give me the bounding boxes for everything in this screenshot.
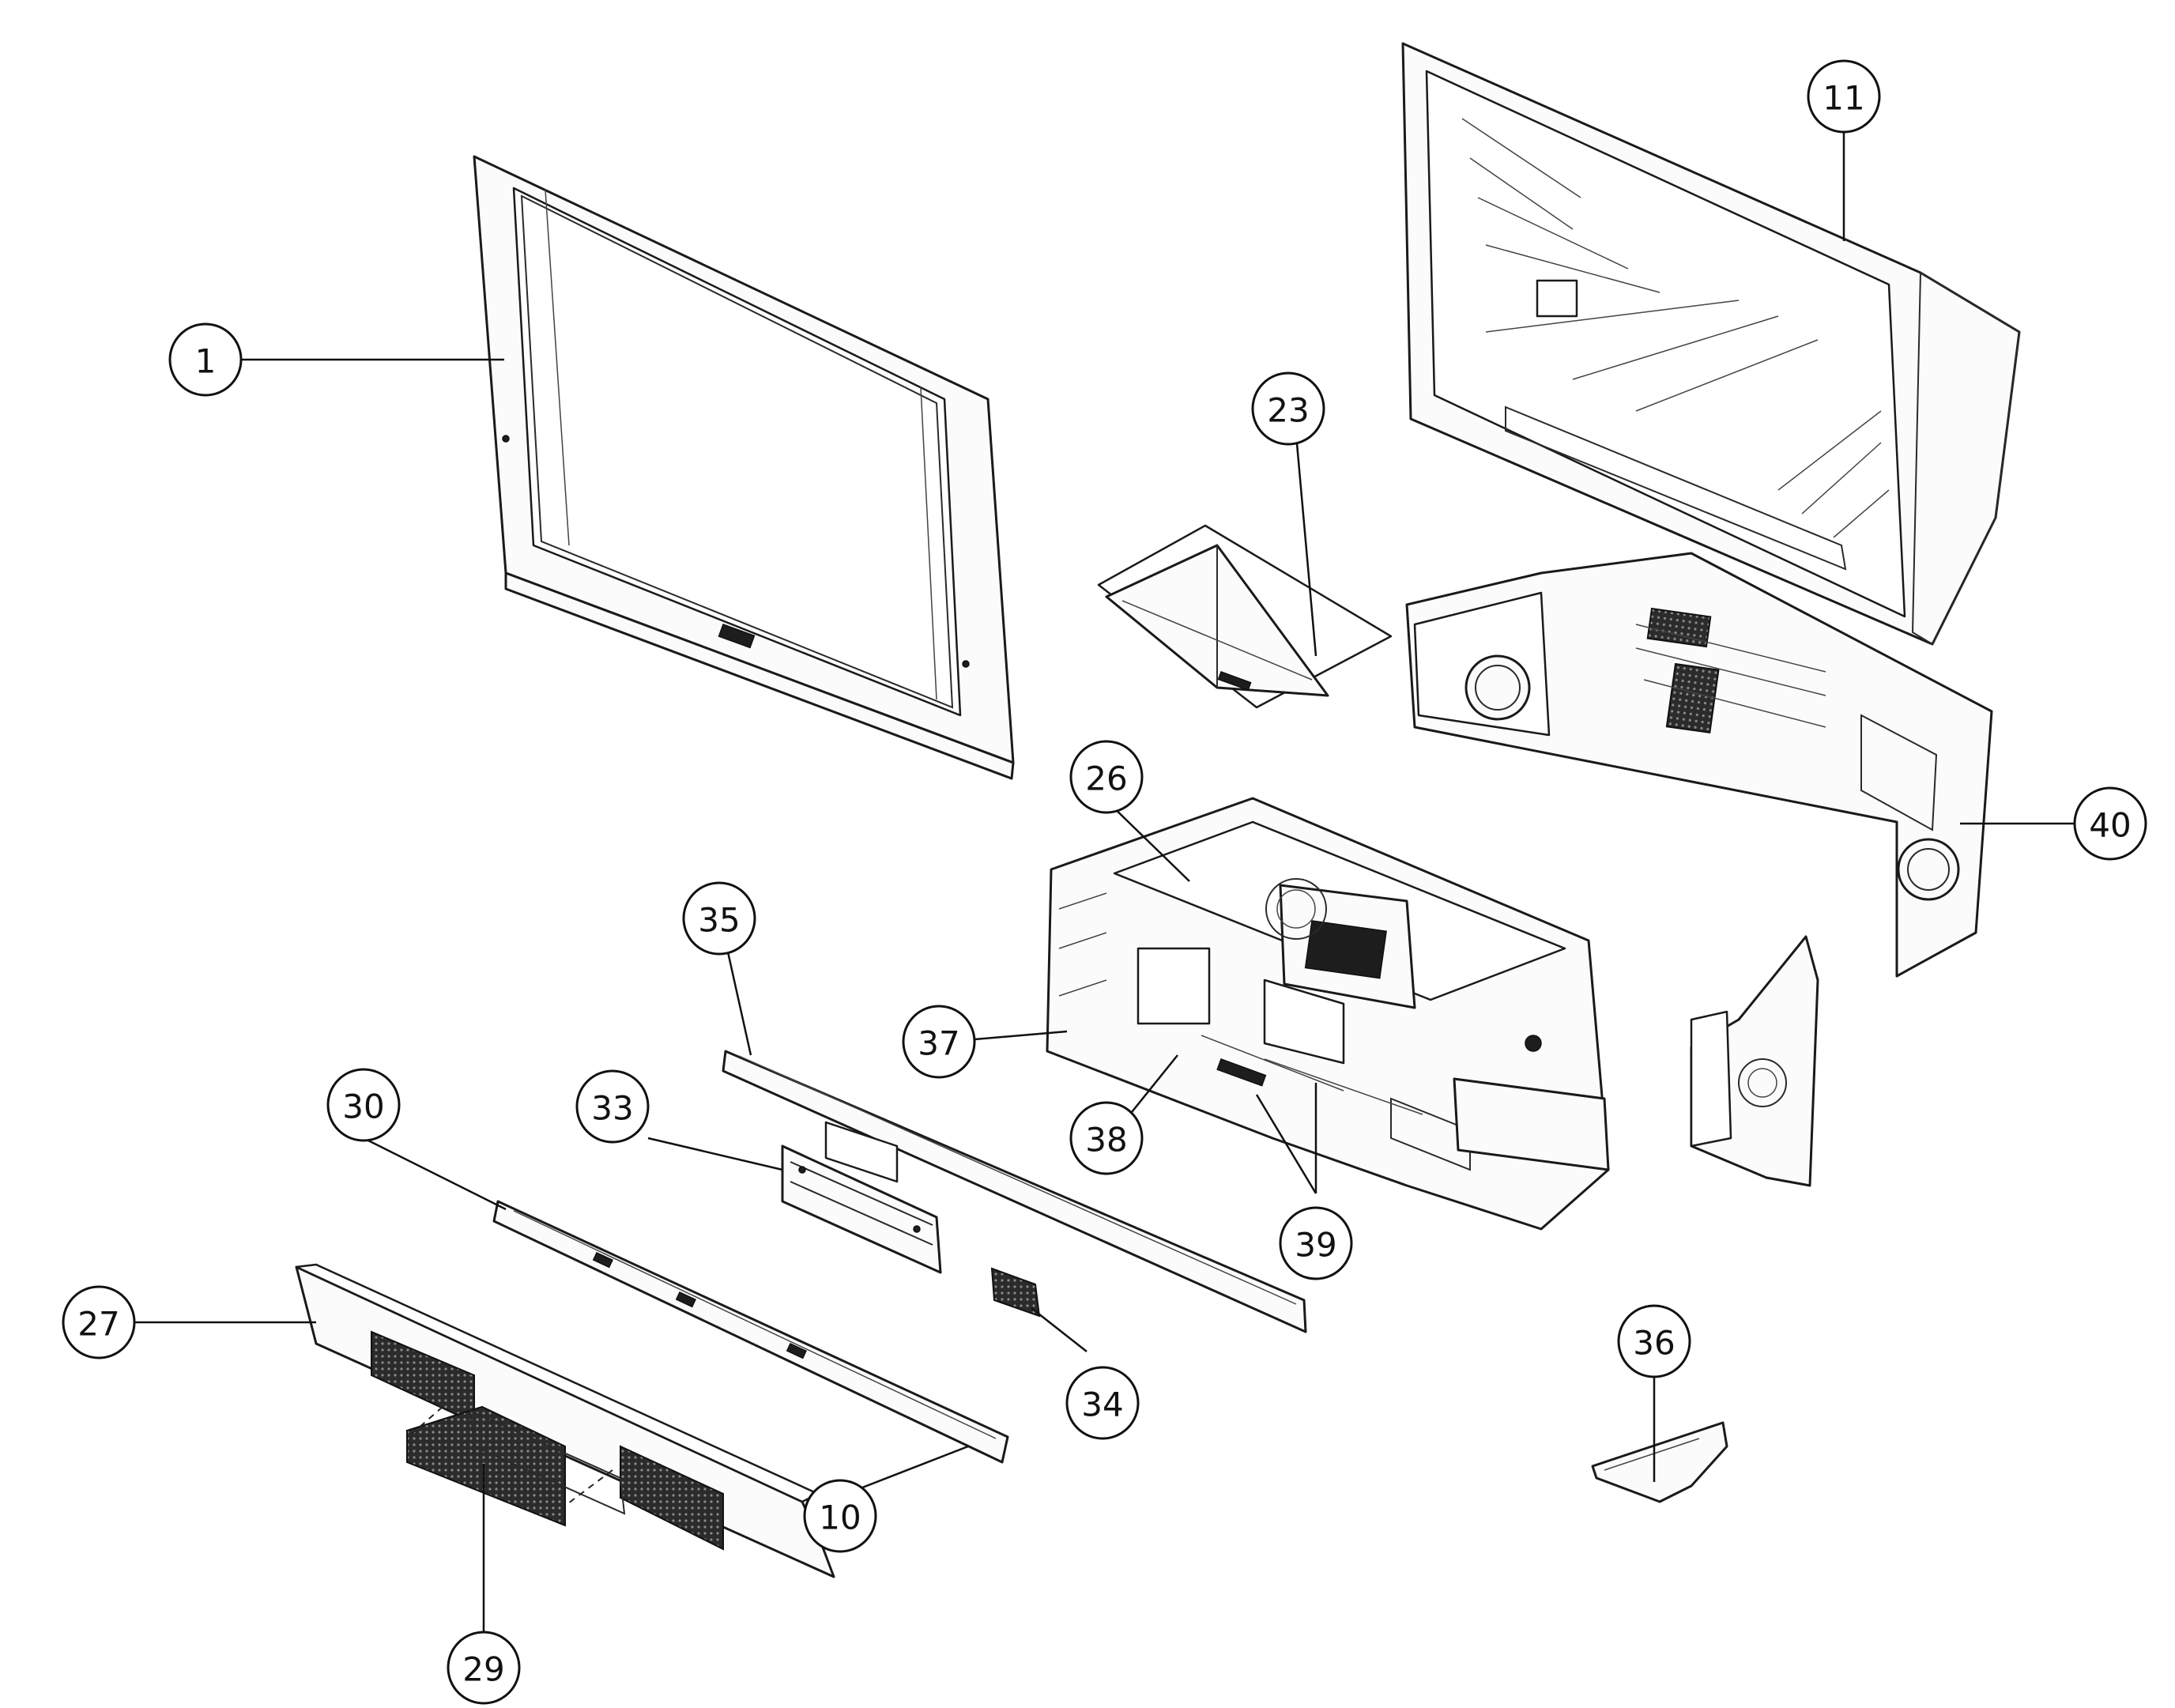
callout-30: 30 xyxy=(326,1068,401,1142)
callout-33: 33 xyxy=(575,1069,650,1144)
callout-36: 36 xyxy=(1617,1304,1691,1378)
part-speaker-housing xyxy=(1405,552,1993,978)
part-bracket-assembly xyxy=(781,1121,942,1274)
callout-10-label: 10 xyxy=(819,1499,861,1537)
callout-1-label: 1 xyxy=(195,342,217,381)
callout-40-label: 40 xyxy=(2089,806,2131,845)
callout-1: 1 xyxy=(168,322,243,397)
callout-26: 26 xyxy=(1069,740,1144,814)
callout-34-label: 34 xyxy=(1081,1386,1123,1424)
part-small-board xyxy=(990,1267,1041,1318)
callout-37-label: 37 xyxy=(918,1024,959,1063)
callout-29-label: 29 xyxy=(462,1650,504,1689)
part-front-screen-frame xyxy=(473,155,1015,780)
callout-36-label: 36 xyxy=(1633,1324,1675,1363)
grille-alignment-line-2 xyxy=(564,1469,613,1506)
callout-34: 34 xyxy=(1065,1366,1140,1440)
callout-35-label: 35 xyxy=(698,901,740,940)
part-side-panel xyxy=(1690,935,1819,1187)
callout-30-label: 30 xyxy=(342,1088,384,1126)
part-long-bracket xyxy=(722,1050,1307,1333)
part-speaker-bar xyxy=(295,1263,835,1578)
callout-27: 27 xyxy=(62,1285,136,1359)
callout-40: 40 xyxy=(2073,786,2147,861)
part-small-panel xyxy=(1097,524,1393,709)
part-lower-rail xyxy=(492,1200,1009,1464)
callout-23-label: 23 xyxy=(1267,391,1309,430)
callout-27-label: 27 xyxy=(77,1305,119,1344)
part-rear-cabinet xyxy=(1401,42,2021,646)
part-small-bracket xyxy=(1591,1421,1728,1503)
callout-38-label: 38 xyxy=(1085,1121,1127,1159)
callout-33-label: 33 xyxy=(591,1089,633,1128)
callout-37: 37 xyxy=(902,1005,976,1079)
callout-11-label: 11 xyxy=(1823,79,1864,118)
part-chassis xyxy=(1046,797,1610,1231)
callout-10: 10 xyxy=(803,1479,877,1553)
callout-29: 29 xyxy=(447,1631,521,1705)
callout-23: 23 xyxy=(1251,371,1325,446)
callout-39: 39 xyxy=(1279,1206,1353,1280)
callout-11: 11 xyxy=(1807,59,1881,134)
callout-35: 35 xyxy=(682,881,756,956)
callout-26-label: 26 xyxy=(1085,760,1127,798)
callout-38: 38 xyxy=(1069,1101,1144,1175)
callout-39-label: 39 xyxy=(1295,1226,1336,1265)
